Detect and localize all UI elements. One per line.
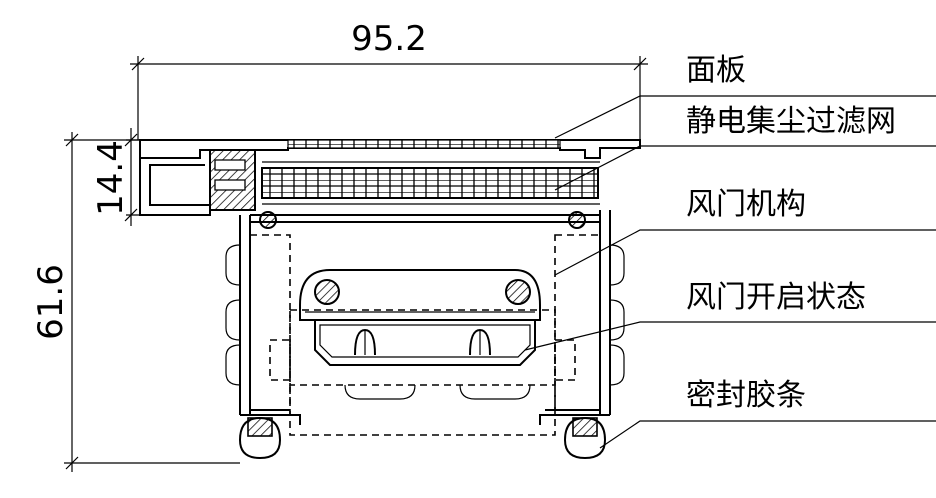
damper-open-state [249, 234, 601, 436]
damper-frame [225, 210, 625, 425]
sealing-strips [238, 416, 607, 460]
total-height-dimension-label: 61.6 [31, 264, 71, 340]
callout-electrostatic-filter: 静电集尘过滤网 [686, 104, 896, 139]
electrostatic-filter [209, 149, 600, 211]
leader-lines [524, 95, 936, 449]
total-height-dimension: 61.6 [31, 132, 240, 472]
width-dimension: 95.2 [130, 19, 648, 140]
callout-face-panel: 面板 [686, 53, 746, 88]
damper-mechanism [299, 269, 541, 366]
width-dimension-label: 95.2 [351, 19, 427, 59]
panel-height-dimension-label: 14.4 [91, 140, 131, 216]
callout-damper-mechanism: 风门机构 [686, 187, 806, 222]
callout-sealing-strip: 密封胶条 [686, 378, 806, 413]
callout-damper-open-state: 风门开启状态 [686, 280, 866, 315]
